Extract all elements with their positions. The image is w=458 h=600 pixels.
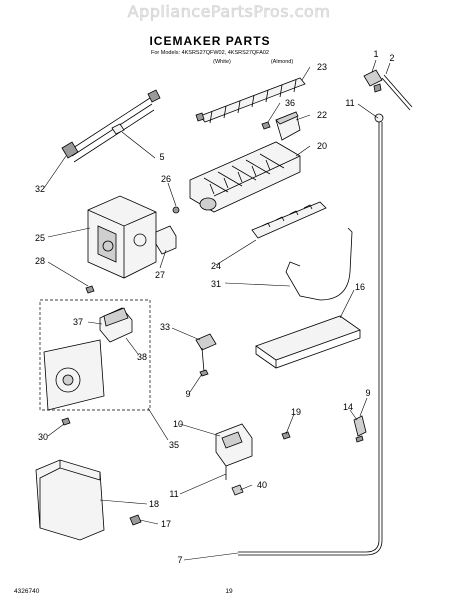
callout-14: 14 bbox=[343, 402, 353, 412]
part-screw-30 bbox=[61, 417, 71, 426]
part-cover-18 bbox=[35, 459, 105, 541]
part-screw-36 bbox=[261, 121, 271, 130]
part-screw-28 bbox=[85, 285, 95, 294]
footer-page-number: 19 bbox=[225, 588, 233, 595]
callout-numbers: 1 2 23 11 36 22 5 20 32 26 25 28 27 24 3… bbox=[35, 49, 395, 565]
callout-26: 26 bbox=[161, 174, 171, 184]
part-control-housing-25 bbox=[87, 195, 157, 279]
part-bracket-33 bbox=[195, 333, 217, 377]
watermark: AppliancePartsPros.com bbox=[128, 2, 331, 21]
models-line: For Models: 4KSRS27QFW02, 4KSRS27QFA02 bbox=[151, 50, 269, 56]
part-module-face bbox=[43, 339, 105, 411]
part-nut-26 bbox=[172, 206, 180, 214]
callout-32: 32 bbox=[35, 184, 45, 194]
callout-11-top: 11 bbox=[345, 98, 354, 108]
part-motor-37 bbox=[99, 307, 133, 343]
callout-7: 7 bbox=[177, 555, 182, 565]
callout-24: 24 bbox=[211, 261, 221, 271]
callout-40: 40 bbox=[257, 480, 267, 490]
footer-doc-number: 4326740 bbox=[14, 588, 40, 595]
part-bracket-16 bbox=[255, 315, 361, 369]
callout-19: 19 bbox=[291, 407, 301, 417]
callout-23: 23 bbox=[317, 62, 327, 72]
part-water-valve-10 bbox=[215, 423, 253, 480]
part-coupling-27 bbox=[155, 225, 177, 255]
callout-36: 36 bbox=[285, 98, 295, 108]
part-shutoff-arm-31 bbox=[285, 227, 353, 301]
water-line bbox=[238, 122, 383, 556]
callout-1: 1 bbox=[373, 49, 378, 59]
callout-28: 28 bbox=[35, 256, 45, 266]
callout-22: 22 bbox=[317, 110, 327, 120]
callout-20: 20 bbox=[317, 141, 327, 151]
part-screw-19 bbox=[281, 431, 291, 440]
callout-18: 18 bbox=[149, 499, 159, 509]
part-ejector-23 bbox=[195, 77, 306, 124]
callout-17: 17 bbox=[161, 519, 171, 529]
part-fill-tube-1-2 bbox=[363, 69, 413, 123]
callout-9-left: 9 bbox=[185, 389, 190, 399]
finish-almond: (Almond) bbox=[271, 59, 293, 65]
callout-37: 37 bbox=[73, 317, 83, 327]
part-clip-14 bbox=[353, 415, 367, 443]
callout-31: 31 bbox=[211, 279, 221, 289]
part-fill-cup-22 bbox=[275, 111, 301, 141]
callout-27: 27 bbox=[155, 270, 165, 280]
callout-2: 2 bbox=[389, 53, 394, 63]
finish-white: (White) bbox=[213, 59, 231, 65]
callout-5: 5 bbox=[159, 152, 164, 162]
callout-33: 33 bbox=[160, 322, 170, 332]
callout-10: 10 bbox=[173, 419, 183, 429]
part-stripper-24 bbox=[251, 201, 327, 239]
callout-38: 38 bbox=[137, 352, 147, 362]
module-assembly-35 bbox=[39, 299, 151, 411]
part-fitting-40 bbox=[231, 484, 244, 496]
callout-25: 25 bbox=[35, 233, 45, 243]
part-screw-17 bbox=[129, 514, 142, 526]
diagram-title: ICEMAKER PARTS bbox=[149, 34, 270, 48]
callout-35: 35 bbox=[169, 440, 179, 450]
callout-30: 30 bbox=[38, 432, 48, 442]
callout-16: 16 bbox=[355, 282, 365, 292]
leader-lines bbox=[43, 59, 391, 561]
callout-9-right: 9 bbox=[365, 388, 370, 398]
part-harness-32 bbox=[61, 89, 161, 163]
part-ice-mold-20 bbox=[189, 141, 301, 213]
callout-11-bottom: 11 bbox=[169, 489, 178, 499]
